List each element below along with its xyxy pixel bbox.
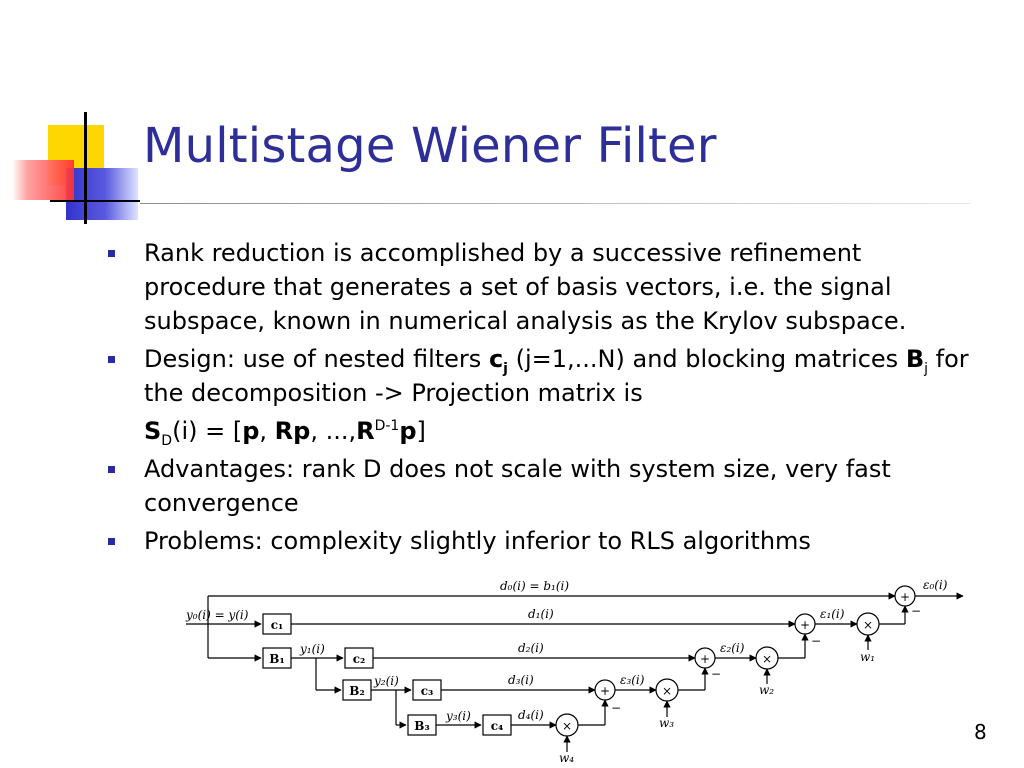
b2-box (342, 679, 372, 701)
w4-label: w₄ (559, 751, 574, 765)
b3-label: B₃ (414, 719, 429, 733)
c2-box (344, 647, 374, 669)
d2-label: d₂(i) (518, 641, 544, 655)
slide-title: Multistage Wiener Filter (143, 118, 717, 174)
matrix-b-subscript: j (924, 360, 928, 377)
bullet-rank-reduction: Rank reduction is accomplished by a succ… (100, 236, 990, 338)
bullet-marker (108, 538, 115, 545)
design-text-2: (j=1,...N) and blocking matrices (507, 345, 906, 373)
bullet-text: Advantages: rank D does not scale with s… (144, 455, 891, 517)
eps1-label: ε₁(i) (820, 607, 845, 621)
b1-label: B₁ (269, 652, 284, 666)
b1-box (262, 647, 292, 669)
design-text-1: Design: use of nested filters (144, 345, 489, 373)
c4-label: c₄ (491, 719, 504, 733)
bullet-marker (108, 356, 115, 363)
bullet-design: Design: use of nested filters cj (j=1,..… (100, 342, 990, 448)
bullet-text: Rank reduction is accomplished by a succ… (144, 239, 907, 335)
d4-label: d₄(i) (518, 708, 544, 722)
decor-horizontal-line (50, 200, 140, 202)
vector-rp: Rp (274, 417, 311, 445)
c1-label: c₁ (271, 618, 284, 632)
d1-label: d₁(i) (528, 607, 554, 621)
sum-1-plus: + (800, 618, 810, 632)
bullet-marker (108, 250, 115, 257)
vector-c: c (488, 345, 504, 373)
y3-label: y₃(i) (445, 709, 471, 723)
w2-label: w₂ (759, 683, 774, 697)
bullet-list: Rank reduction is accomplished by a succ… (100, 236, 990, 562)
bullet-problems: Problems: complexity slightly inferior t… (100, 524, 990, 558)
decor-red-square (12, 160, 74, 200)
c3-box (412, 679, 442, 701)
b3-box (407, 714, 437, 736)
mult-node-2 (755, 646, 779, 670)
matrix-r-superscript: D-1 (374, 418, 400, 434)
projection-formula: SD(i) = [p, Rp, ...,RD-1p] (144, 410, 990, 448)
c2-label: c₂ (353, 652, 366, 666)
w3-label: w₃ (659, 716, 674, 730)
decor-blue-square (66, 168, 138, 220)
sum-node-0 (894, 585, 916, 607)
mult-node-4 (555, 713, 579, 737)
bullet-marker (108, 466, 115, 473)
eps3-label: ε₃(i) (620, 673, 645, 687)
b2-label: B₂ (349, 684, 364, 698)
sum-node-2 (694, 647, 716, 669)
vector-p-last: p (399, 417, 417, 445)
y1-label: y₁(i) (299, 642, 325, 656)
y2-label: y₂(i) (373, 674, 399, 688)
sum-3-plus: + (600, 684, 610, 698)
eps0-label: ε₀(i) (923, 578, 948, 592)
bullet-text: Problems: complexity slightly inferior t… (144, 527, 811, 555)
formula-part-4: ] (416, 417, 426, 445)
mult-1-times: × (863, 618, 873, 632)
mult-node-3 (655, 678, 679, 702)
mult-2-times: × (762, 652, 772, 666)
sum-2-plus: + (700, 652, 710, 666)
matrix-s-subscript: D (161, 432, 173, 449)
bullet-advantages: Advantages: rank D does not scale with s… (100, 452, 990, 520)
mult-node-1 (856, 612, 880, 636)
sum-node-3 (594, 679, 616, 701)
vector-c-subscript: j (503, 360, 508, 377)
input-label: y₀(i) = y(i) (185, 608, 249, 622)
matrix-b: B (905, 345, 925, 373)
title-underline (140, 203, 970, 204)
eps2-label: ε₂(i) (720, 641, 745, 655)
d0-label: d₀(i) = b₁(i) (500, 579, 569, 593)
mult-4-times: × (562, 719, 572, 733)
msw-filter-diagram: + + + + × × × × − − − − c₁ B₁ c₂ B₂ c₃ B… (185, 578, 964, 765)
formula-part-3: , ..., (310, 417, 357, 445)
sum-node-1 (794, 613, 816, 635)
design-text-3: for the decomposition -> Projection matr… (144, 345, 969, 407)
sum-1-minus: − (811, 634, 821, 648)
w1-label: w₁ (860, 650, 875, 664)
sum-3-minus: − (611, 701, 621, 715)
c4-box (482, 714, 512, 736)
sum-2-minus: − (711, 667, 721, 681)
c1-box (262, 613, 292, 635)
matrix-s: S (144, 417, 162, 445)
c3-label: c₃ (421, 684, 434, 698)
sum-0-minus: − (911, 604, 921, 618)
mult-3-times: × (662, 684, 672, 698)
vector-p: p (242, 417, 260, 445)
matrix-r: R (356, 417, 375, 445)
decor-vertical-line (84, 112, 87, 224)
page-number: 8 (974, 720, 987, 744)
d3-label: d₃(i) (508, 673, 534, 687)
formula-part-1: (i) = [ (172, 417, 243, 445)
sum-0-plus: + (900, 590, 910, 604)
formula-part-2: , (259, 417, 275, 445)
